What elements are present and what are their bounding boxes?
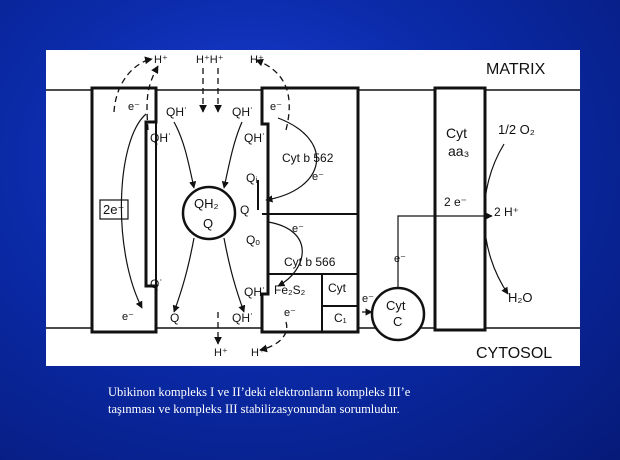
complex-iii-block (260, 86, 360, 334)
arrow-e-b566-loop (267, 221, 303, 287)
semiquinone-anion-label-1: Q˙ (150, 277, 163, 291)
caption-line-2: taşınması ve kompleks III stabilizasyonu… (108, 402, 400, 416)
cyt-aa3-label-line2: aa₃ (448, 143, 469, 159)
proton-arrow-1 (113, 56, 153, 113)
electron-label-3: e⁻ (270, 101, 282, 113)
quinone-label-2: Q (240, 203, 249, 217)
semiquinone-label-3: QH˙ (232, 105, 254, 119)
caption-line-1: Ubikinon kompleks I ve II’deki elektronl… (108, 385, 411, 399)
cyt-b566-label: Cyt b 566 (284, 255, 336, 269)
quinone-pool-label: Q (203, 216, 213, 231)
proton-label-1: H⁺ (154, 54, 168, 66)
proton-arrow-2 (146, 65, 159, 131)
electron-label-8: e⁻ (394, 253, 406, 265)
cytosol-label: CYTOSOL (476, 345, 552, 362)
two-electron-box (99, 199, 129, 220)
cyt-aa3-label-line1: Cyt (446, 125, 467, 141)
arrow-e-left-loop (120, 113, 147, 309)
proton-label-4: H⁺ (214, 347, 228, 359)
electron-label-6: e⁻ (284, 307, 296, 319)
semiquinone-label-4: QH˙ (244, 131, 266, 145)
two-electrons-iv-label: 2 e⁻ (444, 195, 467, 209)
complex-left-block (90, 86, 158, 334)
arrow-qh-to-circle-1 (173, 121, 197, 189)
semiquinone-label-6: QH˙ (232, 311, 254, 325)
arrow-e-b562-loop (265, 117, 318, 203)
oxygen-label: 1/2 O₂ (498, 122, 535, 137)
qo-label: Qₒ (246, 233, 260, 247)
quinol-label: QH₂ (194, 196, 219, 211)
matrix-label: MATRIX (486, 61, 546, 78)
cyt-b562-label: Cyt b 562 (282, 151, 334, 165)
quinol-pool-circle (181, 185, 237, 241)
electron-label-4: e⁻ (312, 171, 324, 183)
semiquinone-label-5: QH˙ (244, 285, 266, 299)
proton-label-2: H⁺H⁺ (196, 54, 224, 66)
electron-label-7: e⁻ (362, 293, 374, 305)
semiquinone-label-2: QH˙ (150, 131, 172, 145)
cyt-c-label-line2: C (393, 314, 402, 329)
quinone-label-1: Q (170, 311, 179, 325)
fe2s2-label: Fe₂S₂ (274, 283, 306, 297)
electron-label-5: e⁻ (292, 223, 304, 235)
arrow-circle-to-qh-2 (223, 237, 246, 313)
electron-transport-diagram: MATRIX CYTOSOL 2e⁻ QH₂ Q Cyt C H⁺ H⁺H⁺ H… (46, 50, 580, 366)
two-electron-label: 2e⁻ (103, 202, 124, 217)
semiquinone-label-1: QH˙ (166, 105, 188, 119)
arrow-oxygen-to-water (483, 143, 509, 295)
complex-iv-block (433, 86, 487, 332)
proton-arrow-7 (259, 321, 288, 353)
two-protons-label: 2 H⁺ (494, 205, 519, 219)
arrow-circle-to-q-1 (172, 237, 195, 313)
electron-label-2: e⁻ (122, 311, 134, 323)
proton-arrow-5 (255, 58, 290, 131)
cyt-c-label-line1: Cyt (386, 298, 406, 313)
slide-caption: Ubikinon kompleks I ve II’deki elektronl… (108, 384, 568, 418)
qi-label: Qᵢ (246, 171, 257, 185)
cyt-c1-label-line1: Cyt (328, 281, 347, 295)
water-label: H₂O (508, 290, 533, 305)
arrow-qh-to-circle-2 (221, 121, 243, 189)
arrow-cyt-c-to-iv (397, 212, 493, 288)
cyt-c1-label-line2: C₁ (334, 311, 347, 325)
electron-label-1: e⁻ (128, 101, 140, 113)
